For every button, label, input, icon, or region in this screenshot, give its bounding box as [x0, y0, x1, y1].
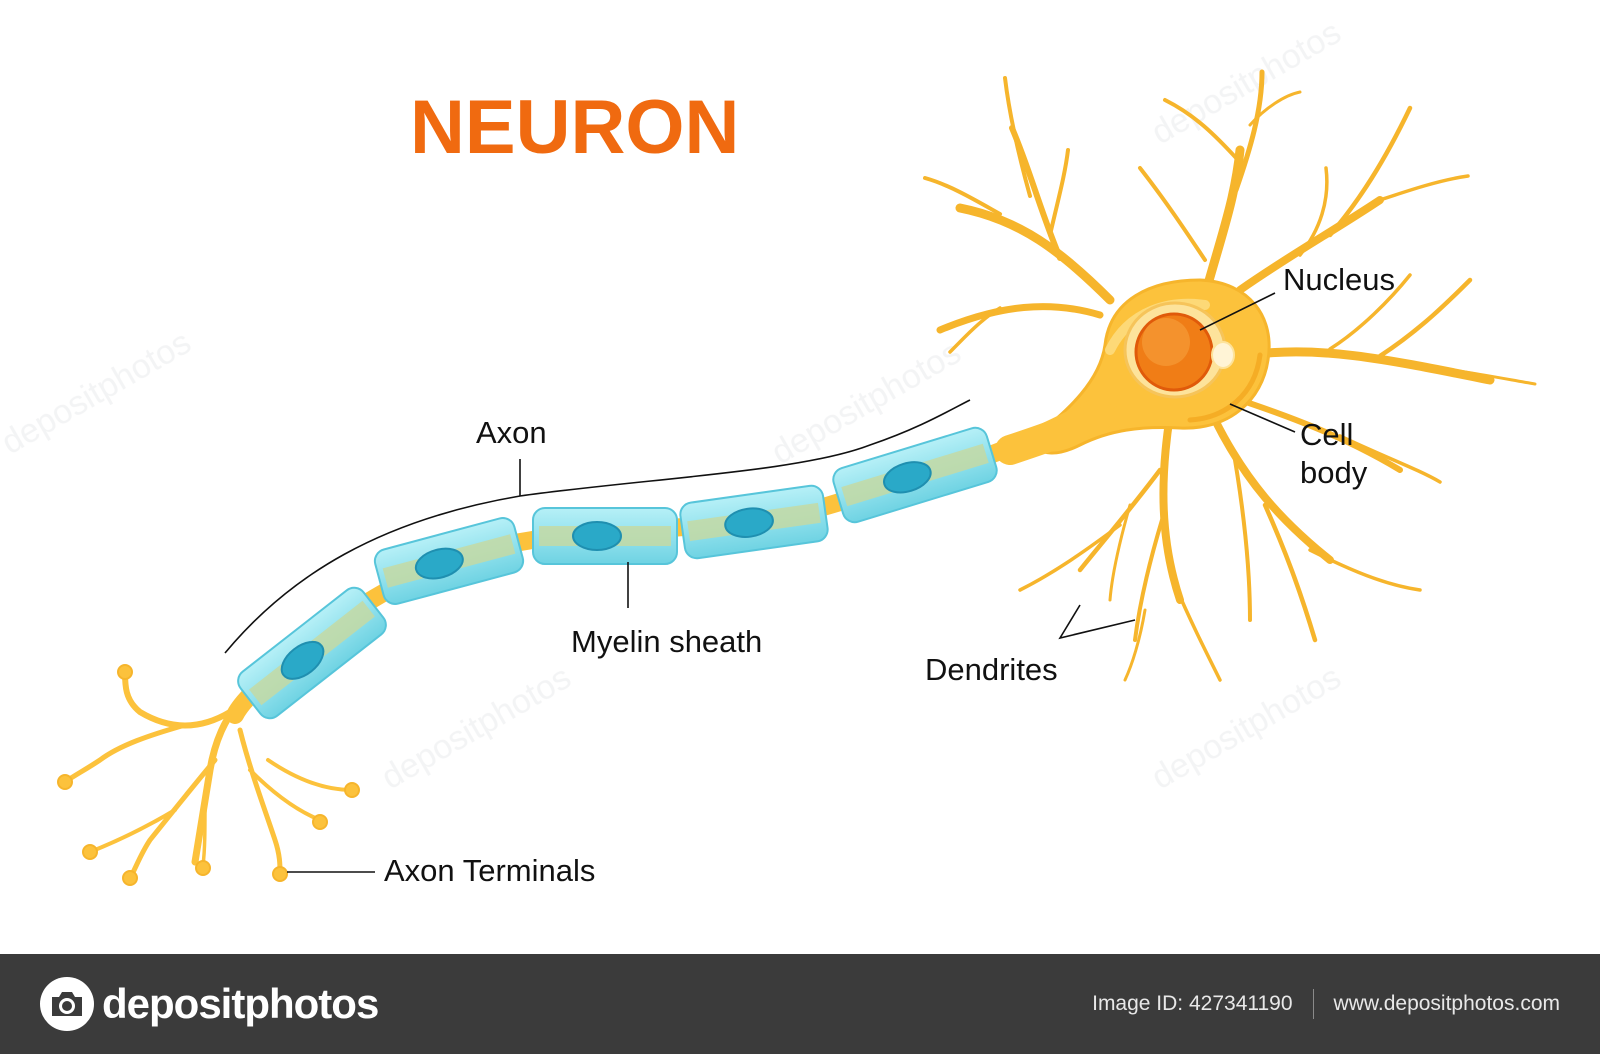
footer-bar: depositphotos Image ID: 427341190 www.de…: [0, 954, 1600, 1054]
diagram-title: NEURON: [410, 85, 739, 170]
svg-text:depositphotos: depositphotos: [1145, 13, 1347, 152]
svg-text:depositphotos: depositphotos: [375, 658, 577, 797]
neuron-diagram: depositphotos depositphotos depositphoto…: [0, 13, 1537, 888]
dendrites-leader: [1058, 604, 1136, 640]
camera-icon: [40, 977, 94, 1031]
myelin-sheath: [237, 426, 998, 720]
svg-text:depositphotos: depositphotos: [0, 323, 197, 462]
leader-lines: [224, 292, 1296, 873]
nucleus-label: Nucleus: [1283, 262, 1395, 297]
cell-body-leader: [1229, 403, 1296, 433]
nucleolus: [1211, 341, 1235, 369]
dendrites: [923, 69, 1537, 682]
svg-text:depositphotos: depositphotos: [1145, 658, 1347, 797]
dendrites-label: Dendrites: [925, 652, 1058, 687]
image-id: Image ID: 427341190: [1092, 992, 1293, 1015]
axon-terminals-label: Axon Terminals: [384, 853, 595, 888]
cell-body-label-line1: Cell: [1300, 417, 1353, 452]
myelin-sheath-label: Myelin sheath: [571, 624, 762, 659]
nucleus-leader: [1199, 292, 1276, 331]
footer-divider: [1312, 989, 1314, 1019]
cell-body-label-line2: body: [1300, 455, 1368, 490]
site-url[interactable]: www.depositphotos.com: [1333, 992, 1560, 1015]
synaptic-bulbs: [57, 664, 360, 886]
axon-bracket: [224, 399, 971, 654]
axon-label: Axon: [476, 415, 547, 450]
neuron: [57, 69, 1537, 886]
brand-name: depositphotos: [102, 980, 379, 1027]
brand-logo[interactable]: depositphotos: [38, 975, 379, 1033]
axon-terminals: [62, 669, 354, 881]
footer-info: Image ID: 427341190 www.depositphotos.co…: [1092, 989, 1560, 1019]
